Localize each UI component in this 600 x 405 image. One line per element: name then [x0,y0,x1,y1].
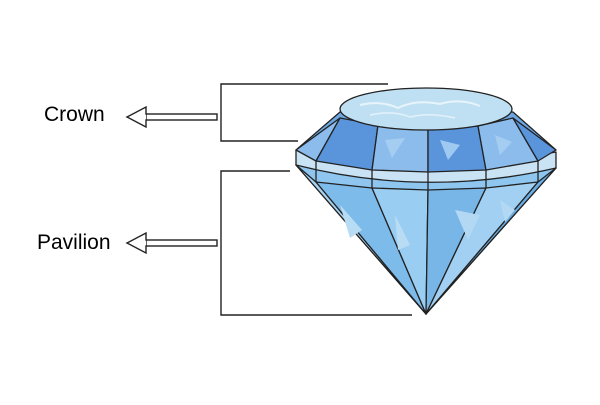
diamond-illustration [295,87,557,315]
pavilion-label: Pavilion [37,231,111,254]
table [339,87,513,131]
crown-label: Crown [44,103,105,126]
pavilion-arrow-icon [125,231,218,255]
pavilion-bracket [220,170,412,316]
crown-bracket [220,83,388,142]
crown-arrow-icon [125,105,218,129]
